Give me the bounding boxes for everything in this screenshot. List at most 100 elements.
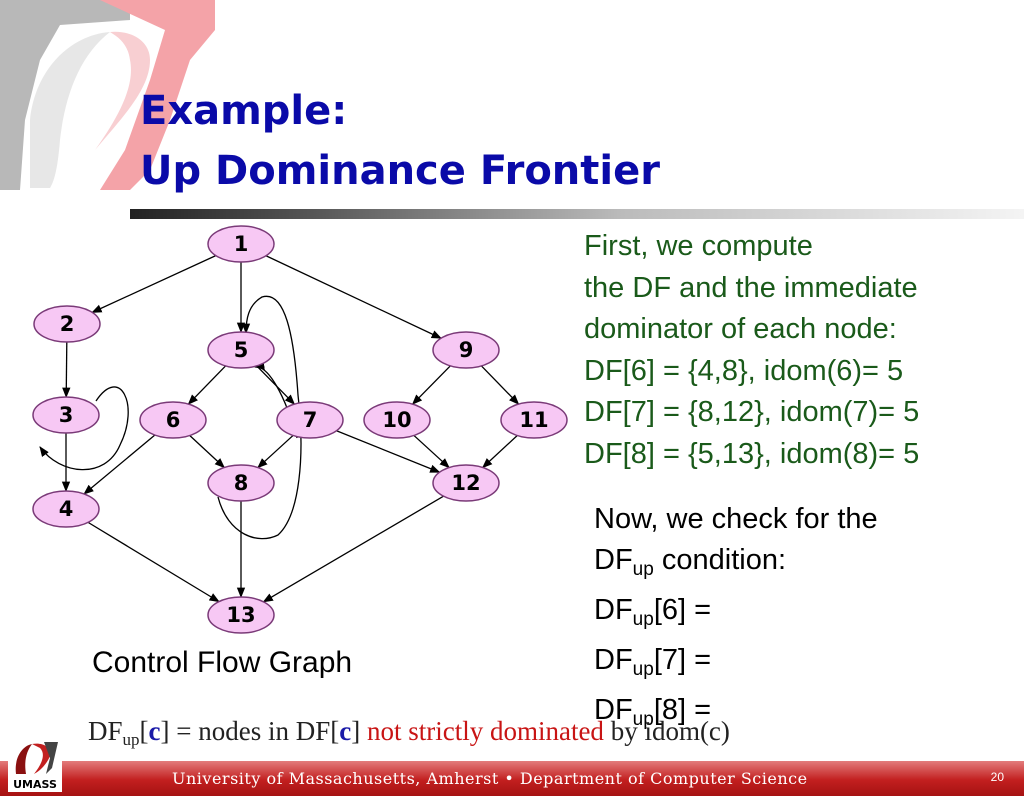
check-item-text: [8] = (653, 694, 712, 726)
node-ellipse (276, 401, 344, 439)
node-ellipse (207, 464, 275, 502)
def-part2: by idom(c) (603, 716, 730, 746)
df-label: DF (594, 644, 633, 676)
edge-11-12 (481, 435, 518, 469)
node-2: 2 (33, 305, 101, 343)
footer-bar: University of Massachusetts, Amherst • D… (0, 761, 1024, 796)
df-line: dominator of each node: (584, 313, 897, 345)
node-1: 1 (207, 225, 275, 263)
def-up-subscript: up (122, 730, 140, 749)
edge-8-5 (217, 295, 302, 540)
check-item: DFup[6] = (594, 590, 878, 640)
df-label: DF (594, 544, 633, 576)
df-line: the DF and the immediate (584, 271, 918, 304)
graph-caption: Control Flow Graph (92, 646, 353, 679)
node-ellipse (363, 401, 431, 439)
check-condition-line: DFup condition: (594, 540, 878, 590)
node-label: 12 (451, 471, 480, 495)
edge-12-13 (262, 495, 444, 603)
title-underline-rule (130, 209, 1024, 219)
df-label: DF (594, 694, 633, 726)
slide-number: 20 (990, 770, 1004, 784)
def-part1: = nodes in DF[ (169, 716, 340, 746)
node-label: 1 (234, 232, 249, 256)
node-9: 9 (432, 331, 500, 369)
node-ellipse (207, 331, 275, 369)
dfup-definition: DFup[c] = nodes in DF[c] not strictly do… (88, 716, 730, 749)
node-label: 2 (60, 312, 75, 336)
node-label: 4 (59, 497, 74, 521)
def-c: c (148, 716, 161, 746)
node-label: 7 (303, 408, 318, 432)
slide-title-line2: Up Dominance Frontier (140, 148, 660, 194)
node-label: 13 (226, 603, 255, 627)
node-8: 8 (207, 464, 275, 502)
node-ellipse (432, 464, 500, 502)
edge-4-13 (87, 521, 220, 603)
up-subscript: up (632, 559, 654, 580)
def-df: DF (88, 716, 123, 746)
node-5: 5 (207, 331, 275, 369)
up-subscript: up (632, 659, 654, 680)
node-3: 3 (32, 396, 100, 434)
edge-6-4 (83, 434, 156, 495)
node-6: 6 (139, 401, 207, 439)
df-label: DF (594, 594, 633, 626)
node-label: 11 (519, 408, 548, 432)
check-item-text: [7] = (653, 644, 712, 676)
edge-10-12 (413, 434, 450, 469)
umass-emblem-icon (8, 738, 62, 778)
def-not-strictly-dominated: not strictly dominated (366, 716, 604, 746)
check-item-text: [6] = (653, 594, 712, 626)
node-label: 10 (382, 408, 411, 432)
edge-5-6 (187, 365, 227, 405)
umass-logo: UMASS (8, 738, 62, 794)
up-subscript: up (632, 609, 654, 630)
node-13: 13 (207, 596, 275, 634)
node-4: 4 (32, 490, 100, 528)
node-12: 12 (432, 464, 500, 502)
df-computation-block: First, we compute the DF and the immedia… (584, 226, 919, 475)
node-7: 7 (276, 401, 344, 439)
df-line: DF[8] = {5,13}, idom(8)= 5 (584, 437, 920, 470)
node-ellipse (207, 225, 275, 263)
node-ellipse (432, 331, 500, 369)
node-label: 6 (166, 408, 181, 432)
df-line: DF[6] = {4,8}, idom(6)= 5 (584, 354, 904, 387)
edge-9-11 (480, 365, 520, 405)
check-item: DFup[7] = (594, 640, 878, 690)
edge-1-9 (265, 255, 442, 339)
edge-1-2 (91, 255, 217, 313)
node-ellipse (500, 401, 568, 439)
edge-2-3 (62, 341, 71, 399)
edge-9-10 (411, 365, 451, 405)
node-ellipse (33, 305, 101, 343)
node-10: 10 (363, 401, 431, 439)
node-label: 3 (59, 403, 74, 427)
footer-text: University of Massachusetts, Amherst • D… (172, 769, 808, 788)
node-label: 5 (234, 338, 249, 362)
node-label: 9 (459, 338, 474, 362)
df-line: DF[7] = {8,12}, idom(7)= 5 (584, 396, 920, 428)
node-ellipse (32, 396, 100, 434)
edge-7-8 (257, 434, 294, 469)
df-line: First, we compute (584, 230, 813, 262)
node-label: 8 (234, 471, 249, 495)
up-subscript: up (632, 709, 654, 730)
check-item: DFup[8] = (594, 690, 878, 740)
edge-7-12 (336, 430, 441, 473)
edge-6-8 (189, 435, 226, 469)
umass-logo-text: UMASS (8, 778, 62, 792)
node-ellipse (207, 596, 275, 634)
dfup-check-block: Now, we check for the DFup condition: DF… (594, 499, 878, 740)
check-intro-line: Now, we check for the (594, 503, 878, 535)
umass-watermark-logo (0, 0, 240, 200)
node-ellipse (139, 401, 207, 439)
edge-3-3 (39, 386, 129, 471)
condition-label: condition: (653, 544, 787, 576)
def-c: c (339, 716, 352, 746)
node-ellipse (32, 490, 100, 528)
node-11: 11 (500, 401, 568, 439)
slide-title-line1: Example: (140, 88, 348, 134)
